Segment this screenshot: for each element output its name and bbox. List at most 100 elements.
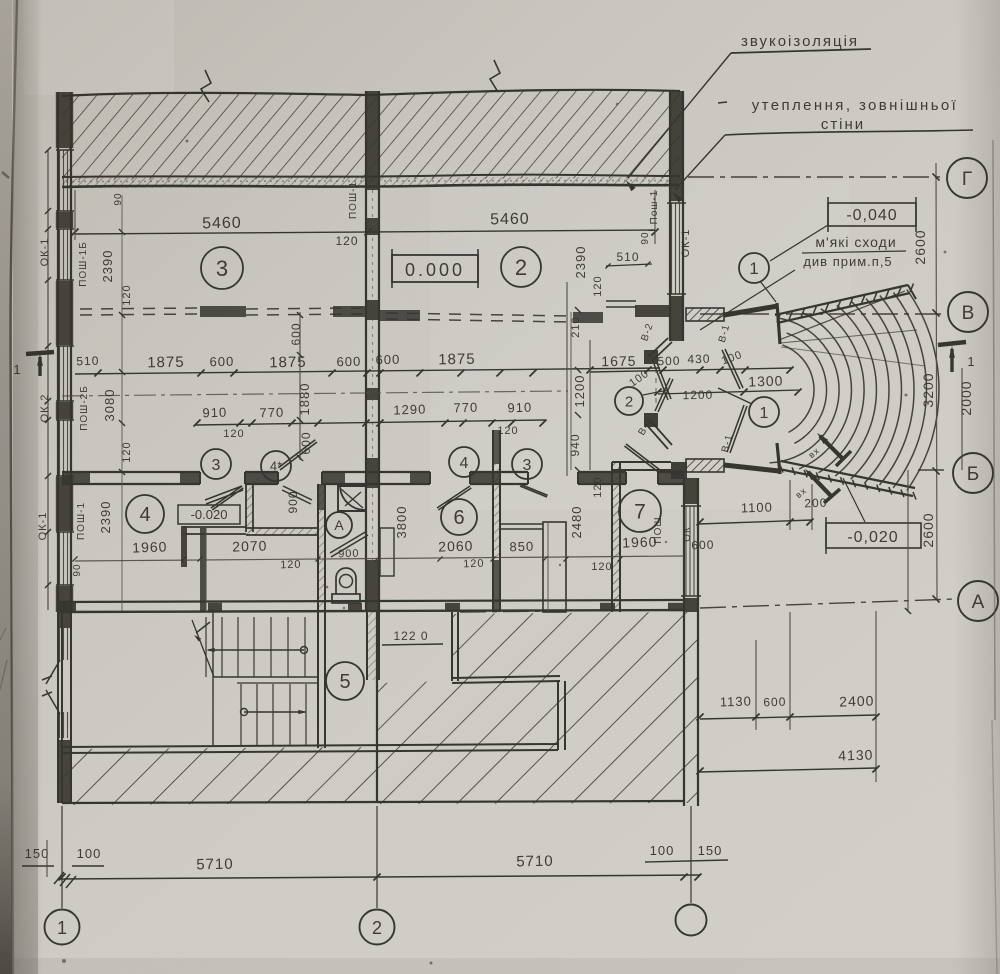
svg-text:5710: 5710 bbox=[196, 856, 234, 874]
svg-text:4*: 4* bbox=[270, 459, 282, 474]
svg-text:120: 120 bbox=[463, 558, 485, 571]
svg-text:А: А bbox=[972, 592, 985, 613]
svg-text:3: 3 bbox=[216, 256, 228, 281]
svg-text:600: 600 bbox=[375, 352, 400, 367]
svg-text:2390: 2390 bbox=[100, 250, 115, 283]
svg-text:430: 430 bbox=[687, 352, 710, 366]
svg-text:1: 1 bbox=[57, 918, 67, 938]
svg-text:100: 100 bbox=[650, 843, 675, 858]
svg-text:120: 120 bbox=[497, 425, 518, 437]
svg-text:ПОШ-2Б: ПОШ-2Б bbox=[79, 385, 90, 431]
svg-text:5710: 5710 bbox=[516, 853, 554, 871]
svg-text:1960: 1960 bbox=[622, 533, 658, 550]
svg-text:900: 900 bbox=[286, 490, 300, 513]
svg-text:600: 600 bbox=[691, 538, 715, 553]
svg-text:ОК-1: ОК-1 bbox=[39, 238, 51, 267]
svg-text:2400: 2400 bbox=[839, 692, 875, 709]
svg-text:510: 510 bbox=[616, 250, 639, 264]
svg-text:1675: 1675 bbox=[601, 353, 636, 370]
svg-text:910: 910 bbox=[507, 400, 532, 416]
svg-text:600: 600 bbox=[209, 354, 234, 369]
svg-text:600: 600 bbox=[299, 431, 313, 454]
svg-text:1880: 1880 bbox=[297, 383, 312, 416]
svg-text:122 0: 122 0 bbox=[393, 629, 428, 643]
svg-text:Г: Г bbox=[962, 169, 972, 190]
svg-text:120: 120 bbox=[592, 476, 604, 497]
svg-text:600: 600 bbox=[763, 695, 787, 710]
svg-text:850: 850 bbox=[509, 539, 534, 555]
svg-text:4: 4 bbox=[139, 504, 150, 526]
svg-text:ПОШ: ПОШ bbox=[653, 516, 664, 543]
svg-text:3080: 3080 bbox=[102, 389, 117, 422]
svg-text:1: 1 bbox=[13, 362, 20, 377]
svg-text:5460: 5460 bbox=[490, 211, 530, 229]
svg-text:910: 910 bbox=[202, 405, 227, 421]
svg-text:510: 510 bbox=[76, 354, 100, 369]
svg-text:2060: 2060 bbox=[438, 537, 474, 554]
svg-text:210: 210 bbox=[570, 316, 582, 337]
svg-text:3800: 3800 bbox=[394, 506, 409, 539]
svg-text:900: 900 bbox=[338, 548, 360, 561]
svg-text:ПОШ-1: ПОШ-1 bbox=[76, 502, 87, 540]
svg-text:120: 120 bbox=[121, 284, 133, 305]
svg-text:120: 120 bbox=[591, 561, 612, 573]
svg-text:120: 120 bbox=[223, 428, 244, 440]
svg-text:1300: 1300 bbox=[748, 372, 784, 389]
svg-text:5460: 5460 bbox=[202, 215, 242, 233]
svg-text:770: 770 bbox=[453, 400, 478, 416]
svg-text:100: 100 bbox=[77, 846, 102, 861]
svg-text:120: 120 bbox=[121, 441, 133, 462]
svg-text:ПОШ-1Б: ПОШ-1Б bbox=[78, 241, 89, 287]
svg-text:-0,020: -0,020 bbox=[847, 529, 898, 546]
svg-text:м'які сходи: м'які сходи bbox=[815, 234, 896, 250]
svg-text:1130: 1130 bbox=[720, 693, 752, 709]
svg-text:90: 90 bbox=[72, 563, 83, 576]
svg-text:стіни: стіни bbox=[821, 116, 865, 133]
svg-text:5: 5 bbox=[339, 671, 350, 693]
svg-text:4: 4 bbox=[460, 455, 469, 472]
svg-text:-0,040: -0,040 bbox=[846, 207, 897, 224]
svg-text:3: 3 bbox=[523, 457, 532, 474]
svg-text:ОК-2: ОК-2 bbox=[39, 394, 51, 423]
svg-text:1875: 1875 bbox=[147, 354, 185, 372]
svg-text:-0.020: -0.020 bbox=[191, 507, 228, 522]
svg-text:звукоізоляція: звукоізоляція bbox=[741, 33, 859, 50]
svg-text:2390: 2390 bbox=[573, 246, 588, 279]
svg-text:3200: 3200 bbox=[920, 372, 936, 407]
svg-text:0.000: 0.000 bbox=[405, 260, 465, 280]
svg-text:ОК-1: ОК-1 bbox=[37, 512, 49, 541]
svg-text:4130: 4130 bbox=[838, 746, 874, 763]
svg-text:В-1: В-1 bbox=[717, 323, 732, 344]
svg-text:200: 200 bbox=[804, 496, 828, 511]
svg-text:120: 120 bbox=[592, 275, 604, 296]
svg-text:90: 90 bbox=[113, 192, 124, 205]
svg-text:утеплення, зовнішньої: утеплення, зовнішньої bbox=[752, 97, 958, 114]
svg-text:120: 120 bbox=[280, 559, 302, 572]
svg-text:див прим.п,5: див прим.п,5 bbox=[803, 254, 892, 269]
svg-text:2: 2 bbox=[625, 393, 633, 410]
svg-text:6: 6 bbox=[453, 507, 464, 529]
svg-text:2: 2 bbox=[372, 918, 382, 938]
svg-text:770: 770 bbox=[259, 405, 284, 421]
svg-text:1100: 1100 bbox=[741, 499, 773, 515]
svg-text:2480: 2480 bbox=[569, 506, 584, 539]
svg-text:150: 150 bbox=[698, 843, 723, 858]
svg-text:2600: 2600 bbox=[912, 229, 928, 264]
svg-text:1: 1 bbox=[967, 354, 974, 369]
svg-text:Пош-1: Пош-1 bbox=[649, 190, 660, 225]
svg-text:1960: 1960 bbox=[132, 538, 168, 555]
svg-text:2600: 2600 bbox=[920, 512, 936, 547]
svg-text:А: А bbox=[334, 517, 344, 533]
svg-text:1200: 1200 bbox=[682, 388, 713, 403]
svg-text:1200: 1200 bbox=[572, 375, 587, 408]
svg-text:2070: 2070 bbox=[232, 537, 268, 554]
svg-text:2: 2 bbox=[515, 255, 527, 280]
svg-text:2390: 2390 bbox=[98, 501, 113, 534]
svg-text:1: 1 bbox=[749, 259, 758, 278]
svg-text:Б: Б bbox=[967, 464, 979, 485]
svg-text:940: 940 bbox=[568, 433, 582, 456]
svg-text:150: 150 bbox=[25, 846, 50, 861]
svg-text:ОК-1: ОК-1 bbox=[680, 229, 692, 258]
svg-text:1: 1 bbox=[760, 405, 769, 422]
svg-text:2000: 2000 bbox=[958, 380, 974, 415]
